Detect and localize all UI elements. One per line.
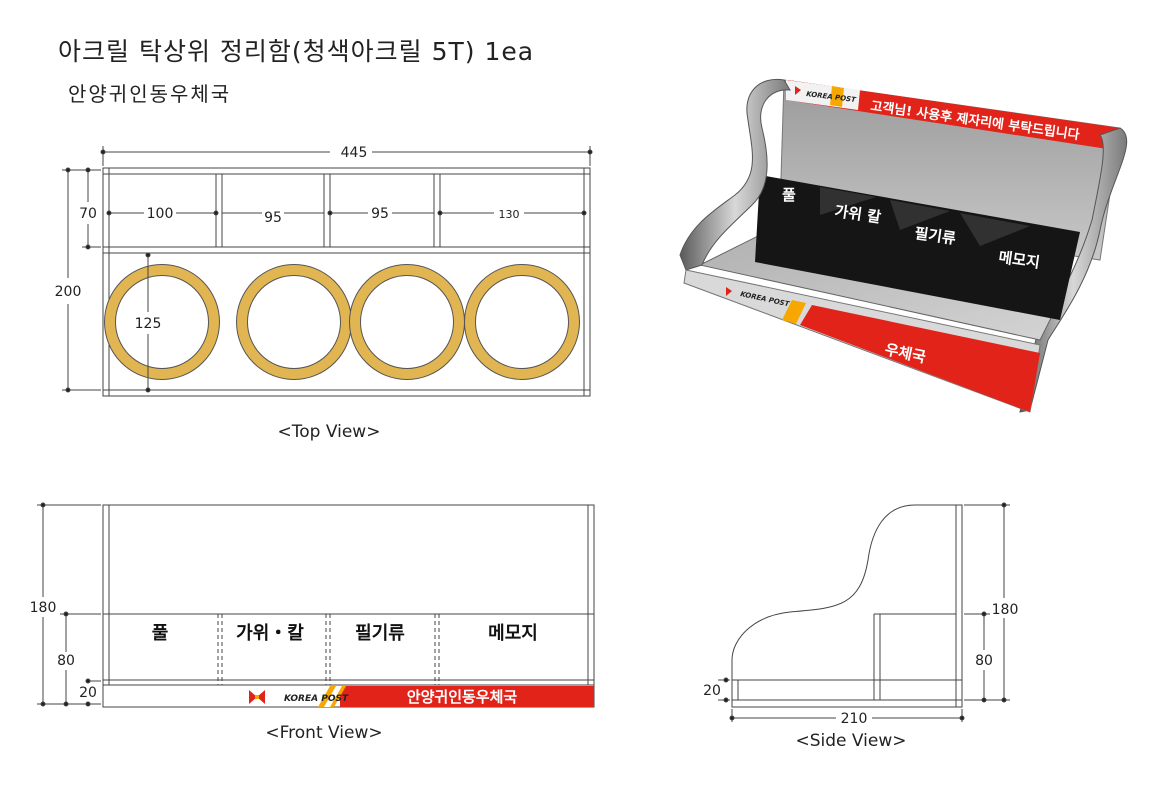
- dim-top-depth-total: 200: [55, 284, 82, 300]
- front-view-dimensions: [37, 502, 101, 707]
- organizer-3d-render: KOREA POST 고객님! 사용후 제자리에 부탁드립니다 풀 가위 칼 필…: [679, 78, 1128, 413]
- render-top-banner: [786, 80, 1120, 150]
- korea-post-logo: [249, 690, 265, 704]
- render-front-red-band: [800, 305, 1040, 412]
- front-view-caption: <Front View>: [265, 723, 382, 743]
- front-label-glue: 풀: [152, 623, 169, 644]
- dim-front-height-base: 20: [79, 685, 97, 701]
- side-view-outline: [731, 504, 963, 708]
- dim-compartment-1: 100: [147, 206, 174, 222]
- dim-front-height-divider: 80: [57, 653, 75, 669]
- side-view-dimensions: [718, 502, 1010, 722]
- dim-circle-diameter: 125: [135, 316, 162, 332]
- front-brand-text: KOREA POST: [284, 694, 349, 704]
- top-view-outline: [102, 167, 591, 397]
- front-label-scissors: 가위・칼: [236, 623, 304, 644]
- front-red-band: [318, 686, 594, 707]
- front-office-name: 안양귀인동우체국: [407, 688, 518, 706]
- dim-front-height-total: 180: [30, 600, 57, 616]
- render-label-pens: 필기류: [913, 224, 957, 248]
- side-view-caption: <Side View>: [796, 731, 907, 751]
- dim-compartment-2: 95: [264, 210, 282, 226]
- render-label-memo: 메모지: [997, 248, 1041, 272]
- dim-side-height-divider: 80: [975, 653, 993, 669]
- top-view-caption: <Top View>: [278, 422, 381, 442]
- front-label-pens: 필기류: [355, 623, 405, 644]
- pen-holder-rings: [104, 264, 580, 380]
- render-label-glue: 풀: [782, 186, 796, 204]
- dim-compartment-4: 130: [499, 208, 520, 221]
- dim-compartment-3: 95: [371, 206, 389, 222]
- top-view-dimensions: [62, 146, 593, 393]
- dim-side-depth: 210: [841, 711, 868, 727]
- front-view: KOREA POST 안양귀인동우체국 풀 가위・칼 필기류 메모지 180 8…: [30, 502, 595, 743]
- dim-top-width: 445: [341, 145, 368, 161]
- document-title: 아크릴 탁상위 정리함(청색아크릴 5T) 1ea: [58, 37, 535, 66]
- dim-side-height-total: 180: [992, 602, 1019, 618]
- render-divider-panel: [755, 175, 1080, 320]
- top-view: 445 200 70 100 95 95 130 125 <Top View>: [55, 145, 593, 442]
- dim-side-height-base: 20: [703, 683, 721, 699]
- side-view: 180 80 20 210 <Side View>: [703, 502, 1019, 751]
- front-label-memo: 메모지: [488, 623, 538, 644]
- document-subtitle: 안양귀인동우체국: [68, 82, 232, 106]
- front-view-outline: [102, 504, 595, 708]
- dim-top-depth-front: 70: [79, 206, 97, 222]
